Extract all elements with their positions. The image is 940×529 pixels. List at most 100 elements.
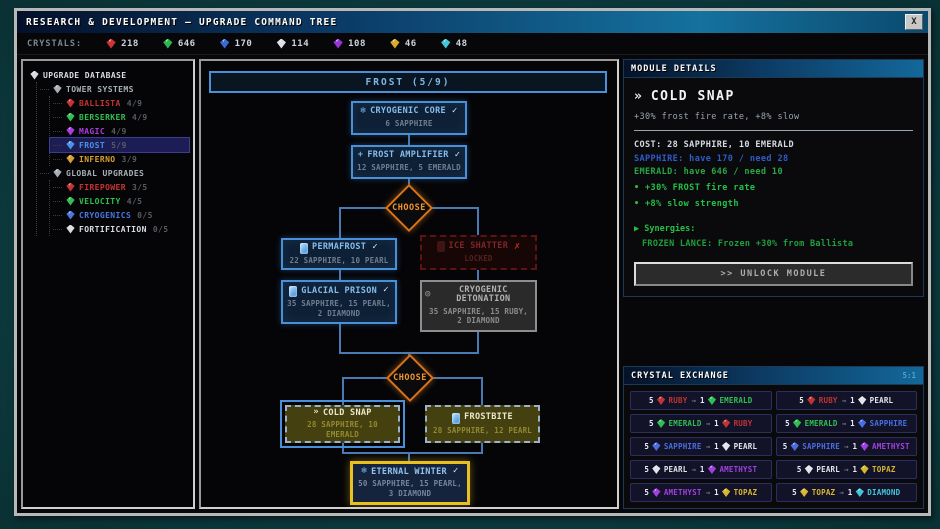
sapphire-gem-icon — [858, 419, 867, 428]
pearl-gem-icon — [721, 442, 731, 451]
connector-line — [342, 452, 483, 454]
topaz-gem-icon — [390, 38, 400, 49]
window-title: RESEARCH & DEVELOPMENT — UPGRADE COMMAND… — [26, 16, 338, 28]
crystal-count-amethyst: 108 — [333, 38, 366, 49]
pearl-gem-icon — [858, 396, 867, 405]
node-ice-shatter[interactable]: ICE SHATTER✗ LOCKED — [420, 235, 537, 270]
node-eternal-winter[interactable]: ❄ETERNAL WINTER✓ 50 SAPPHIRE, 15 PEARL, … — [350, 461, 470, 505]
amethyst-gem-icon — [860, 442, 869, 451]
database-gem-icon — [30, 70, 39, 80]
group-gem-icon — [53, 84, 62, 94]
crystals-bar: CRYSTALS: 218 646 170 114 108 46 48 — [17, 33, 928, 55]
choose-branch-marker: CHOOSE — [383, 182, 435, 234]
snowflake-icon: ❄ — [360, 106, 367, 117]
connector-line — [339, 270, 341, 280]
crystals-label: CRYSTALS: — [27, 38, 83, 49]
snowflake-icon: ❄ — [361, 466, 368, 477]
target-icon: ◎ — [425, 289, 431, 300]
connector-line — [481, 443, 483, 454]
topaz-gem-icon — [860, 465, 869, 474]
sidebar-item-firepower[interactable]: FIREPOWER 3/5 — [50, 180, 189, 194]
pearl-gem-icon — [804, 465, 814, 474]
pearl-gem-icon — [652, 465, 661, 474]
frost-gem-icon — [66, 140, 75, 150]
crystal-count-pearl: 114 — [276, 38, 309, 49]
arrow-icon: → — [843, 465, 849, 474]
emerald-gem-icon — [792, 419, 802, 428]
ice-cube-icon — [300, 242, 309, 254]
sidebar-item-inferno[interactable]: INFERNO 3/9 — [50, 152, 189, 166]
chevrons-icon: » — [634, 89, 642, 104]
amethyst-gem-icon — [652, 488, 661, 497]
crystal-count-ruby: 218 — [106, 38, 139, 49]
connector-line — [339, 324, 341, 354]
crystal-count-diamond: 48 — [441, 38, 468, 49]
check-icon: ✓ — [454, 150, 461, 161]
node-cold-snap[interactable]: »COLD SNAP 28 SAPPHIRE, 10 EMERALD — [280, 400, 405, 448]
title-bar: RESEARCH & DEVELOPMENT — UPGRADE COMMAND… — [17, 11, 928, 33]
sidebar-item-berserker[interactable]: BERSERKER 4/9 — [50, 110, 189, 124]
sidebar-item-velocity[interactable]: VELOCITY 4/5 — [50, 194, 189, 208]
tree-title: FROST (5/9) — [209, 71, 607, 93]
exchange-ratio: 5:1 — [902, 371, 916, 380]
arrow-icon: → — [705, 488, 711, 497]
sidebar-item-cryogenics[interactable]: CRYOGENICS 0/5 — [50, 208, 189, 222]
diamond-gem-icon — [441, 38, 451, 49]
unlock-module-button[interactable]: >> UNLOCK MODULE — [634, 262, 913, 286]
connector-line — [477, 332, 479, 354]
arrow-icon: → — [705, 442, 711, 451]
arrow-icon: → — [843, 442, 849, 451]
connector-line — [477, 270, 479, 280]
emerald-gem-icon — [163, 38, 173, 49]
right-panel: MODULE DETAILS » COLD SNAP +30% frost fi… — [623, 59, 924, 509]
connector-line — [339, 207, 341, 238]
inferno-gem-icon — [66, 154, 75, 164]
firepower-gem-icon — [66, 182, 75, 192]
sidebar-item-ballista[interactable]: BALLISTA 4/9 — [50, 96, 189, 110]
sidebar-item-magic[interactable]: MAGIC 4/9 — [50, 124, 189, 138]
fortification-gem-icon — [66, 224, 75, 234]
sidebar-group-tower-systems[interactable]: TOWER SYSTEMS — [37, 82, 189, 96]
sidebar-root: UPGRADE DATABASE — [27, 68, 189, 82]
node-cryogenic-detonation[interactable]: ◎CRYOGENIC DETONATION 35 SAPPHIRE, 15 RU… — [420, 280, 537, 332]
arrow-icon: → — [691, 465, 696, 474]
node-cryogenic-core[interactable]: ❄CRYOGENIC CORE✓ 6 SAPPHIRE — [351, 101, 467, 135]
module-details-header: MODULE DETAILS — [624, 60, 923, 78]
node-frostbite[interactable]: FROSTBITE 28 SAPPHIRE, 12 PEARL — [425, 405, 540, 443]
connector-line — [408, 452, 410, 461]
node-glacial-prison[interactable]: GLACIAL PRISON✓ 35 SAPPHIRE, 15 PEARL, 2… — [281, 280, 397, 324]
resource-check-sapphire: SAPPHIRE: have 170 / need 28 — [634, 154, 789, 164]
plus-icon: + — [357, 150, 364, 161]
group-gem-icon — [53, 168, 62, 178]
node-frost-amplifier[interactable]: +FROST AMPLIFIER✓ 12 SAPPHIRE, 5 EMERALD — [351, 145, 467, 179]
check-icon: ✓ — [451, 106, 458, 117]
sidebar-group-global-upgrades[interactable]: GLOBAL UPGRADES — [37, 166, 189, 180]
module-cost: COST: 28 SAPPHIRE, 10 EMERALD — [634, 140, 795, 150]
ice-cube-icon — [436, 241, 445, 253]
connector-line — [477, 207, 479, 235]
sidebar-item-fortification[interactable]: FORTIFICATION 0/5 — [50, 222, 189, 236]
connector-line — [342, 377, 344, 405]
crystal-count-topaz: 46 — [390, 38, 417, 49]
sidebar-item-frost[interactable]: FROST 5/9 — [49, 137, 190, 153]
check-icon: ✓ — [452, 466, 459, 477]
upgrade-database-sidebar: UPGRADE DATABASE TOWER SYSTEMS BALLISTA … — [21, 59, 195, 509]
module-details-panel: MODULE DETAILS » COLD SNAP +30% frost fi… — [623, 59, 924, 297]
close-button[interactable]: X — [905, 14, 923, 30]
node-permafrost[interactable]: PERMAFROST✓ 22 SAPPHIRE, 10 PEARL — [281, 238, 397, 270]
crystal-count-sapphire: 170 — [219, 38, 253, 49]
amethyst-gem-icon — [333, 38, 343, 49]
module-effect: • +8% slow strength — [634, 199, 739, 209]
